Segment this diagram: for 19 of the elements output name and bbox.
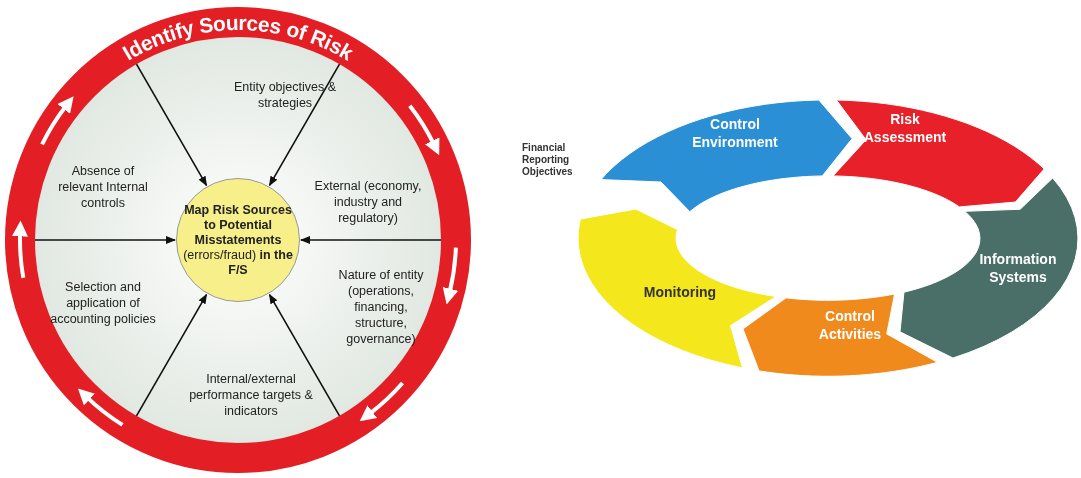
- sector-label: Entity objectives & strategies: [232, 79, 338, 111]
- arrow-segment: Monitoring: [578, 208, 776, 368]
- note-text: Financial Reporting Objectives: [522, 142, 574, 178]
- ring: [3, 5, 473, 475]
- arrow-segment: Information Systems: [900, 177, 1078, 358]
- arrow: [268, 63, 341, 187]
- sector-label: Internal/external performance targets & indicators: [188, 371, 314, 419]
- arrow-segment: Control Environment: [601, 100, 853, 212]
- sector-label: Nature of entity (operations, financing, structure, governance): [337, 267, 425, 347]
- sector-label: Absence of relevant Internal controls: [57, 163, 149, 211]
- sector-label: External (economy, industry and regulatory): [313, 178, 423, 226]
- arrow: [34, 236, 176, 244]
- arrow-segment: Risk Assessment: [833, 100, 1045, 207]
- arrow: [300, 236, 442, 244]
- arrow: [268, 293, 341, 417]
- arrow: [135, 293, 208, 417]
- arrow: [135, 63, 208, 187]
- arrow-segment: Control Activities: [743, 293, 938, 376]
- sector-label: Selection and application of accounting policies: [49, 279, 157, 327]
